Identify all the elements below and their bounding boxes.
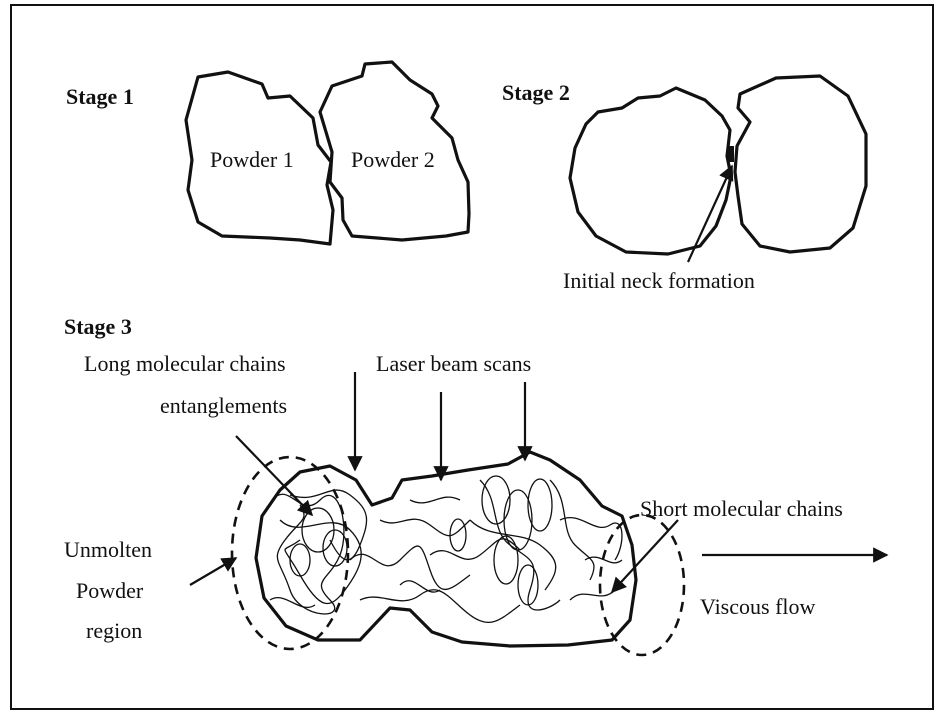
laser-label: Laser beam scans: [376, 351, 531, 376]
viscous-flow-label: Viscous flow: [700, 594, 816, 619]
stage3-title: Stage 3: [64, 314, 132, 339]
stage1-title: Stage 1: [66, 84, 134, 109]
neck-label: Initial neck formation: [563, 268, 755, 293]
long-chains-label-line1: Long molecular chains: [84, 351, 286, 376]
unmolten-arrow: [190, 558, 236, 585]
neck-mark: [728, 146, 734, 162]
unmolten-label-line2: Powder: [76, 578, 144, 603]
molecular-chains: [270, 476, 622, 622]
stage2-left-particle: [570, 88, 731, 254]
stage2-title: Stage 2: [502, 80, 570, 105]
viscous-region-outline: [600, 515, 684, 655]
unmolten-label-line1: Unmolten: [64, 537, 152, 562]
stage2-right-particle: [735, 76, 866, 252]
neck-arrow: [688, 166, 732, 262]
long-chains-arrow: [236, 436, 312, 515]
unmolten-label-line3: region: [86, 618, 142, 643]
powder-2-label: Powder 2: [351, 147, 435, 172]
unmolten-region-outline: [232, 457, 348, 649]
powder-1-label: Powder 1: [210, 147, 294, 172]
long-chains-label-line2: entanglements: [160, 393, 287, 418]
short-chains-label: Short molecular chains: [640, 496, 843, 521]
